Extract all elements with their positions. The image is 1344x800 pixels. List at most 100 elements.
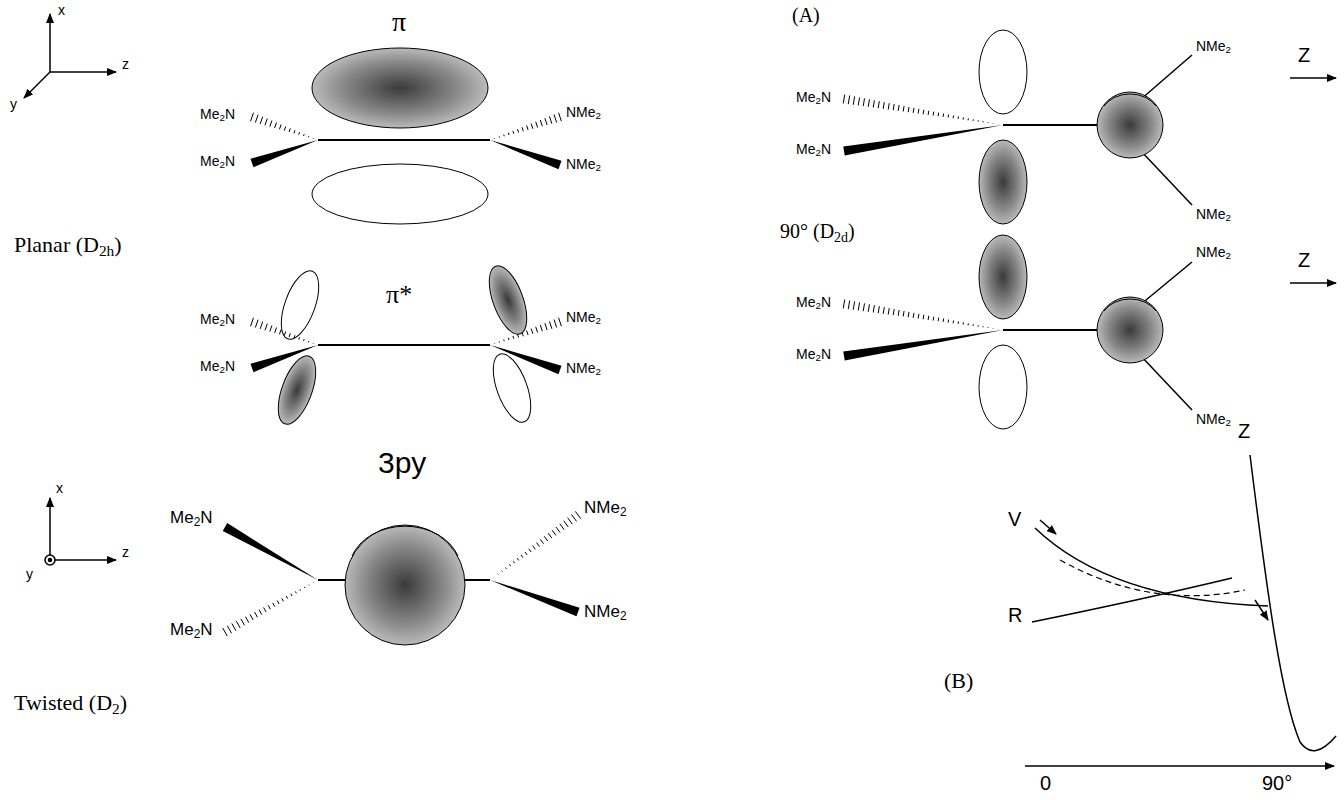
hashed-wedge	[554, 320, 557, 328]
hashed-wedge	[499, 341, 500, 342]
hashed-wedge	[509, 564, 510, 566]
hashed-wedge	[848, 301, 849, 310]
hashed-wedge	[497, 573, 498, 575]
hashed-wedge	[236, 621, 240, 628]
hashed-wedge	[279, 329, 281, 334]
hashed-wedge	[938, 113, 940, 117]
hashed-wedge	[843, 300, 844, 309]
hashed-wedge	[903, 311, 905, 317]
hashed-wedge	[527, 330, 528, 335]
group-label: Me2N	[796, 294, 831, 310]
hashed-wedge	[227, 626, 231, 633]
hashed-wedge	[303, 134, 305, 136]
hashed-wedge	[983, 121, 984, 122]
hashed-wedge	[522, 127, 523, 131]
panel-label: (B)	[944, 668, 973, 693]
hashed-wedge	[963, 117, 964, 119]
state-label: Z	[1238, 420, 1250, 443]
hashed-wedge	[255, 612, 258, 617]
group-label: Me2N	[200, 153, 235, 169]
hashed-wedge	[978, 120, 979, 121]
hashed-wedge	[251, 113, 254, 121]
group-label: Me2N	[796, 346, 831, 362]
hashed-wedge	[923, 315, 925, 319]
hashed-wedge	[953, 320, 954, 323]
state-label: R	[1008, 604, 1022, 627]
hashed-wedge	[948, 320, 949, 323]
hashed-wedge	[232, 623, 236, 630]
axis-label: z	[122, 56, 129, 72]
bold-wedge	[490, 140, 562, 169]
hashed-wedge	[933, 317, 935, 321]
hashed-wedge	[559, 113, 562, 122]
hashed-wedge	[536, 122, 538, 128]
axes	[45, 498, 116, 565]
hashed-wedge	[270, 121, 272, 127]
hashed-wedge	[277, 601, 279, 604]
group-label: NMe2	[584, 498, 627, 518]
hashed-wedge	[933, 112, 935, 116]
hashed-wedge	[270, 326, 272, 332]
hashed-wedge	[908, 107, 910, 112]
hashed-wedge	[545, 323, 547, 330]
hashed-wedge	[289, 128, 290, 132]
hashed-wedge	[517, 129, 518, 132]
hashed-wedge	[260, 117, 263, 124]
hashed-wedge	[868, 304, 869, 311]
hashed-wedge	[529, 549, 531, 552]
hashed-wedge	[313, 343, 314, 345]
pi-star-orbital	[271, 261, 539, 429]
group-label: NMe2	[1196, 411, 1231, 427]
hashed-wedge	[918, 314, 920, 319]
hashed-wedge	[883, 307, 884, 314]
hashed-wedge	[559, 318, 562, 327]
hashed-wedge	[893, 104, 895, 110]
geometry-label: Planar (D2h)	[14, 232, 122, 257]
hashed-wedge	[968, 118, 969, 120]
state-label: Z	[1298, 249, 1310, 272]
hashed-wedge	[499, 136, 500, 137]
hashed-wedge	[251, 318, 254, 326]
hashed-wedge	[575, 511, 580, 518]
hashed-wedge	[943, 114, 945, 117]
hashed-wedge	[536, 327, 538, 333]
hashed-wedge	[291, 594, 292, 596]
hashed-wedge	[898, 310, 900, 316]
hashed-wedge	[848, 96, 849, 105]
axis-tick: 0	[1040, 772, 1051, 795]
hashed-wedge	[858, 97, 859, 105]
hashed-wedge	[282, 598, 284, 601]
geometry-label: Twisted (D2)	[14, 690, 127, 715]
potential-curves	[1025, 455, 1336, 766]
hashed-wedge	[549, 116, 551, 123]
hashed-wedge	[858, 302, 859, 310]
hashed-wedge	[505, 568, 507, 569]
hashed-wedge	[544, 536, 547, 541]
hashed-wedge	[540, 325, 542, 331]
twisted-orbitals	[979, 30, 1336, 224]
hashed-wedge	[517, 334, 518, 337]
hashed-wedge	[560, 524, 564, 530]
hashed-wedge	[973, 119, 974, 121]
hashed-wedge	[265, 119, 267, 126]
hashed-wedge	[522, 332, 523, 336]
hashed-wedge	[255, 320, 258, 328]
hashed-wedge	[299, 589, 301, 590]
hashed-wedge	[533, 546, 536, 550]
hashed-wedge	[958, 116, 959, 118]
geometry-label: 90° (D2d)	[780, 220, 855, 243]
hashed-wedge	[494, 343, 495, 345]
hashed-wedge	[948, 115, 949, 118]
bold-wedge	[251, 345, 318, 372]
group-label: NMe2	[566, 104, 601, 120]
hashed-wedge	[493, 576, 494, 577]
hashed-wedge	[973, 324, 974, 326]
hashed-wedge	[264, 607, 267, 611]
hashed-wedge	[928, 111, 930, 115]
hashed-wedge	[554, 115, 557, 123]
hashed-wedge	[993, 328, 994, 330]
hashed-wedge	[918, 109, 920, 114]
hashed-wedge	[873, 100, 874, 107]
hashed-wedge	[868, 99, 869, 106]
hashed-wedge	[988, 327, 989, 329]
